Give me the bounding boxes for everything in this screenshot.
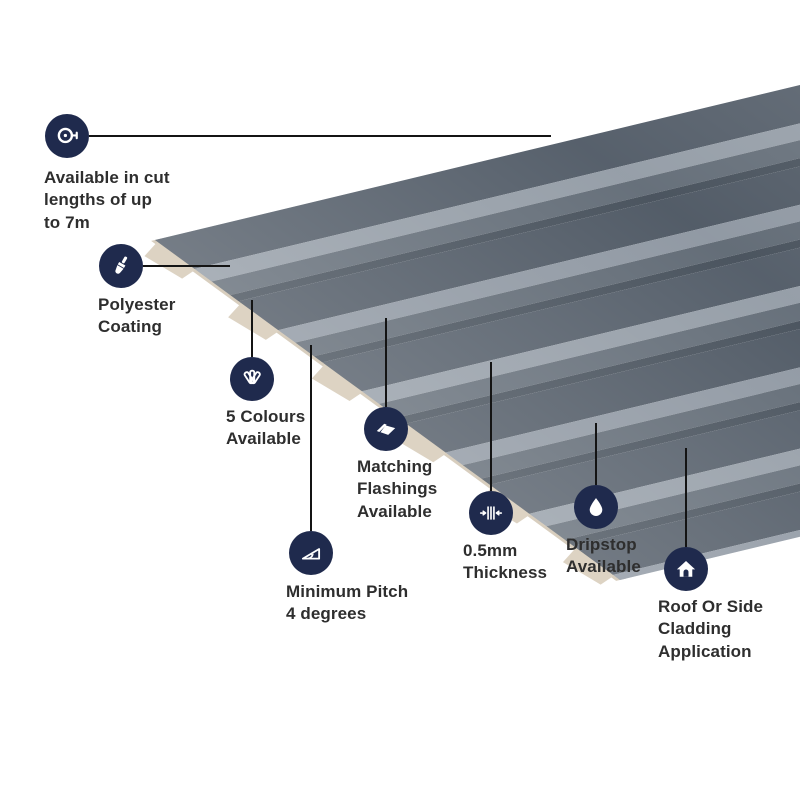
leader-line [385,318,387,407]
leader-line [595,423,597,485]
pitch-angle-glyph [301,548,321,560]
leader-line [143,265,230,267]
colour-fan-glyph [243,369,261,385]
feature-label-thickness: 0.5mm Thickness [463,541,548,583]
flashing-glyph [376,423,396,435]
paintbrush-icon [99,244,143,288]
house-icon [664,547,708,591]
house-glyph [676,560,696,577]
feature-label-dripstop: Dripstop Available [566,535,641,577]
pitch-angle-icon [289,531,333,575]
feature-label-polyester-coating: Polyester Coating [98,295,176,337]
droplet-icon [574,485,618,529]
thickness-glyph [479,506,503,520]
paintbrush-glyph [115,256,128,274]
leader-line [685,448,687,547]
leader-line [251,300,253,357]
leader-line [490,362,492,491]
colour-fan-icon [230,357,274,401]
feature-label-flashings: Matching Flashings Available [357,457,438,521]
feature-label-minimum-pitch: Minimum Pitch 4 degrees [286,582,409,624]
flashing-icon [364,407,408,451]
tape-measure-glyph [57,127,78,144]
leader-line [89,135,551,137]
feature-label-cut-lengths: Available in cut lengths of up to 7m [44,168,170,232]
leader-line [310,345,312,531]
droplet-glyph [589,498,603,516]
tape-measure-icon [45,114,89,158]
feature-label-colours: 5 Colours Available [226,407,306,449]
thickness-icon [469,491,513,535]
feature-label-cladding-application: Roof Or Side Cladding Application [658,597,764,661]
